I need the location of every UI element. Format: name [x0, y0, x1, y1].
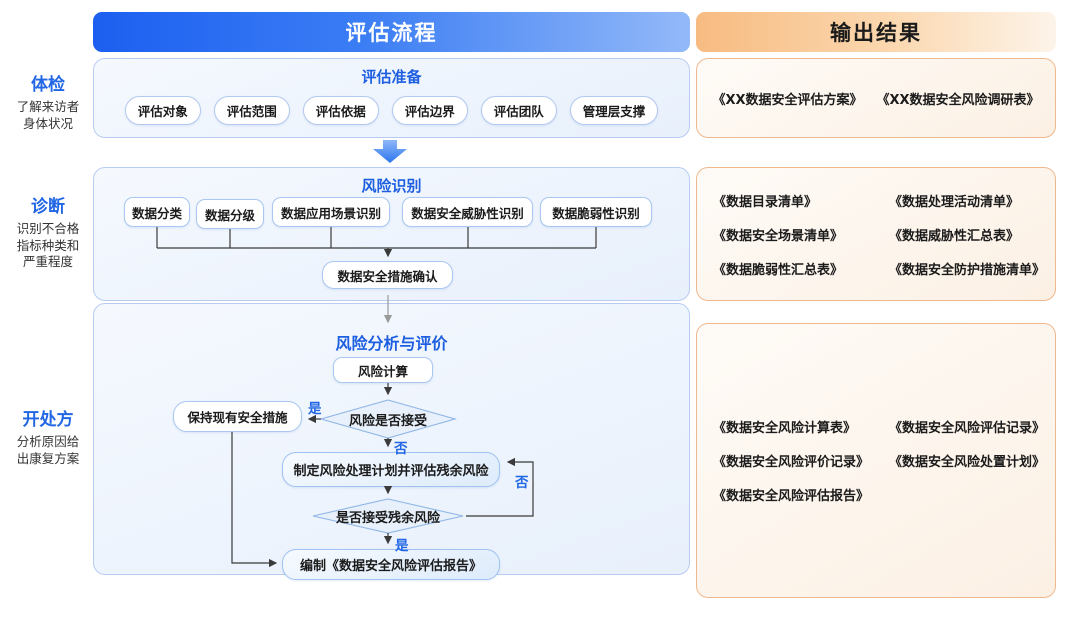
stage-desc-line: 分析原因给 [16, 434, 80, 449]
output-doc-empty [889, 485, 1047, 504]
node-data-classification: 数据分类 [124, 197, 190, 227]
output-doc: 《XX数据安全评估方案》 [712, 92, 863, 108]
output-panel-identification: 《数据目录清单》 《数据处理活动清单》 《数据安全场景清单》 《数据威胁性汇总表… [696, 167, 1056, 301]
node-data-grading: 数据分级 [196, 199, 264, 229]
label-no: 否 [515, 475, 529, 491]
stage-diagnosis: 诊断 识别不合格 指标种类和 严重程度 [4, 192, 92, 271]
label-no: 否 [394, 441, 408, 457]
output-doc: 《数据安全防护措施清单》 [889, 262, 1046, 278]
stage-desc-line: 识别不合格 [16, 221, 80, 236]
node-risk-calculation: 风险计算 [333, 357, 433, 383]
output-doc: 《数据安全风险计算表》 [713, 421, 857, 436]
node-threat-identification: 数据安全威胁性识别 [402, 197, 533, 227]
output-doc: 《数据安全风险评价记录》 [713, 455, 870, 470]
stage-desc-line: 出康复方案 [16, 450, 80, 466]
output-header-bar: 输出结果 [696, 12, 1056, 52]
output-panel-analysis: 《数据安全风险计算表》 《数据安全风险评估记录》 《数据安全风险评价记录》 《数… [696, 323, 1056, 598]
pill-item: 评估范围 [213, 96, 290, 125]
node-vulnerability-identification: 数据脆弱性识别 [540, 197, 652, 227]
output-doc: 《XX数据安全风险调研表》 [876, 92, 1040, 108]
stage-prescription: 开处方 分析原因给 出康复方案 [4, 405, 92, 467]
output-doc: 《数据安全风险评估记录》 [889, 421, 1046, 436]
output-panel-preparation: 《XX数据安全评估方案》 《XX数据安全风险调研表》 [696, 58, 1056, 138]
output-doc: 《数据安全风险处置计划》 [889, 455, 1046, 470]
pill-item: 管理层支撑 [569, 96, 659, 125]
stage-desc-line: 了解来访者 [16, 99, 80, 114]
panel-assessment-preparation: 评估准备 评估对象 评估范围 评估依据 评估边界 评估团队 管理层支撑 [93, 58, 690, 138]
label-yes: 是 [308, 401, 322, 417]
pill-item: 评估对象 [124, 96, 201, 125]
output-doc: 《数据安全场景清单》 [713, 228, 844, 244]
panel-title: 风险分析与评价 [335, 334, 448, 353]
stage-title: 开处方 [22, 410, 74, 430]
panel-title: 风险识别 [361, 177, 422, 195]
preparation-pills: 评估对象 评估范围 评估依据 评估边界 评估团队 管理层支撑 [94, 96, 689, 125]
pill-item: 评估团队 [480, 96, 557, 125]
node-risk-treatment-plan: 制定风险处理计划并评估残余风险 [282, 452, 500, 487]
node-compile-report: 编制《数据安全风险评估报告》 [282, 549, 500, 580]
node-security-measure-confirmation: 数据安全措施确认 [322, 261, 453, 289]
stage-checkup: 体检 了解来访者 身体状况 [4, 70, 92, 132]
stage-desc-line: 身体状况 [22, 115, 73, 131]
stage-title: 体检 [31, 75, 65, 95]
stage-desc-line: 指标种类和 [16, 237, 80, 253]
stage-desc-line: 严重程度 [22, 254, 73, 269]
output-doc: 《数据安全风险评估报告》 [713, 489, 870, 504]
stage-title: 诊断 [31, 197, 65, 217]
pill-item: 评估边界 [391, 96, 468, 125]
decision-residual-risk-acceptable: 是否接受残余风险 [335, 510, 440, 526]
node-keep-existing-measures: 保持现有安全措施 [173, 401, 302, 432]
node-scenario-identification: 数据应用场景识别 [272, 197, 390, 227]
process-header-title: 评估流程 [345, 21, 438, 45]
process-header-bar: 评估流程 [93, 12, 690, 52]
output-doc: 《数据威胁性汇总表》 [889, 228, 1020, 244]
output-doc: 《数据处理活动清单》 [889, 194, 1020, 210]
output-doc: 《数据脆弱性汇总表》 [713, 262, 844, 278]
label-yes: 是 [395, 538, 409, 554]
output-header-title: 输出结果 [830, 21, 922, 45]
pill-item: 评估依据 [302, 96, 379, 125]
output-doc: 《数据目录清单》 [713, 194, 818, 210]
panel-risk-analysis-evaluation: 风险分析与评价 [93, 303, 690, 575]
panel-title: 评估准备 [361, 68, 422, 86]
decision-risk-acceptable: 风险是否接受 [348, 413, 427, 429]
big-down-arrow-icon [373, 140, 407, 163]
